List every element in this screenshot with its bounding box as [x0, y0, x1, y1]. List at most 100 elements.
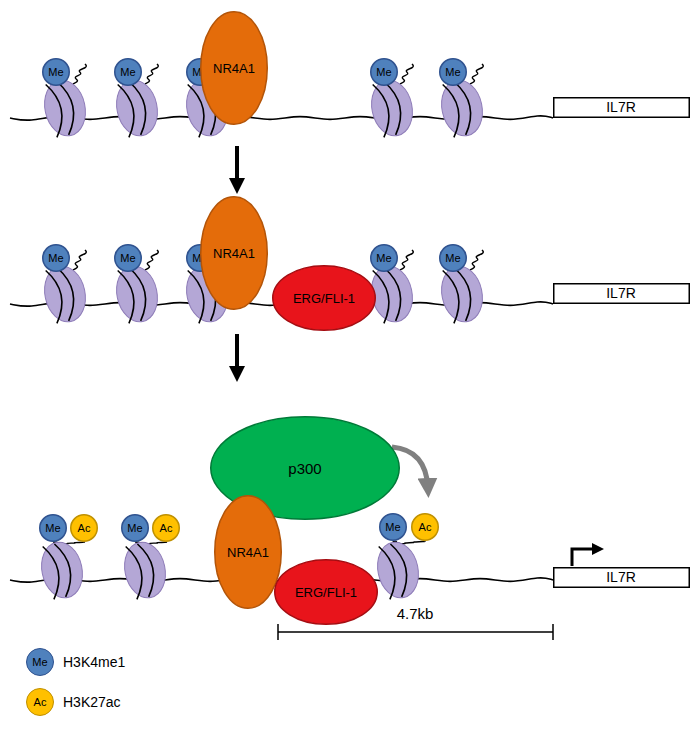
nucleosome-body [120, 538, 171, 601]
histone-mark: Me [370, 244, 398, 272]
histone-mark: Me [439, 244, 467, 272]
nucleosome-body [37, 538, 88, 601]
histone-mark: Ac [152, 514, 180, 542]
legend-swatch: Me [26, 648, 54, 676]
histone-mark: Me [39, 514, 67, 542]
shape-outline [201, 12, 268, 125]
protein-ellipse: NR4A1 [200, 196, 268, 310]
shape-outline [115, 245, 142, 272]
histone-mark: Me [121, 514, 149, 542]
node-text: Ac [160, 523, 173, 534]
dna-wrap [390, 542, 411, 597]
nucleosome [373, 538, 424, 601]
nucleosome [437, 76, 488, 139]
node-text: Ac [78, 523, 91, 534]
node-text: Me [120, 253, 135, 264]
node-text: NR4A1 [227, 546, 269, 559]
dna-wrap [373, 82, 394, 137]
gene-box: IL7R [553, 97, 690, 118]
histone-mark: Me [370, 58, 398, 86]
node-text: p300 [288, 461, 321, 476]
node-text: Ac [419, 522, 432, 533]
dna-wrap [126, 544, 147, 599]
histone-tail [400, 64, 413, 84]
dna-wrap [137, 542, 158, 597]
dna-wrap [54, 542, 75, 597]
node-text: Me [48, 253, 63, 264]
nucleosome [37, 538, 88, 601]
histone-tail [73, 250, 86, 270]
nucleosome [112, 262, 163, 325]
gene-box: IL7R [553, 283, 690, 304]
shape-outline [371, 245, 398, 272]
dna-wrap [46, 268, 67, 323]
node-text: IL7R [606, 286, 636, 300]
nucleosome-body [112, 76, 163, 139]
dna-wrap [384, 266, 405, 321]
dna-wrap [43, 544, 64, 599]
shape-outline [273, 266, 376, 331]
protein-ellipse: ERG/FLI-1 [274, 559, 378, 625]
dna-wrap [454, 266, 475, 321]
nucleosome-body [437, 262, 488, 325]
nucleosome-body [373, 538, 424, 601]
node-text: Me [45, 523, 60, 534]
shape-outline [43, 245, 70, 272]
scale-bar [278, 624, 553, 640]
histone-tail [470, 64, 483, 84]
shape-outline [553, 97, 689, 117]
node-text: Me [385, 522, 400, 533]
histone-tail [145, 250, 158, 270]
shape-outline [440, 245, 467, 272]
node-text: IL7R [606, 570, 636, 584]
histone-mark: Me [379, 513, 407, 541]
nucleosome [40, 76, 91, 139]
legend-symbol: Me [32, 656, 47, 668]
dna-wrap [118, 268, 139, 323]
node-text: NR4A1 [213, 247, 255, 260]
node-text: Me [376, 253, 391, 264]
gene-box: IL7R [553, 567, 690, 588]
nucleosome-body [112, 262, 163, 325]
shape-outline [122, 515, 149, 542]
node-text: Me [120, 67, 135, 78]
shape-outline [201, 197, 268, 310]
legend-symbol: Ac [34, 696, 47, 708]
node-text: Me [376, 67, 391, 78]
histone-mark: Ac [70, 514, 98, 542]
legend-text: H3K27ac [63, 694, 121, 710]
legend-swatch: Ac [26, 688, 54, 716]
shape-outline [553, 567, 689, 587]
histone-mark: Me [114, 58, 142, 86]
dna-wrap [443, 82, 464, 137]
protein-ellipse: NR4A1 [214, 495, 282, 609]
dna-wrap [129, 266, 150, 321]
shape-outline [371, 59, 398, 86]
legend-row: Ac H3K27ac [26, 688, 121, 716]
histone-mark: Me [114, 244, 142, 272]
scale-label: 4.7kb [397, 606, 434, 621]
shape-outline [275, 560, 378, 625]
shape-outline [553, 283, 689, 303]
dna-wrap [57, 266, 78, 321]
nucleosome [120, 538, 171, 601]
shape-outline [440, 59, 467, 86]
protein-ellipse: NR4A1 [200, 11, 268, 125]
nucleosome-body [367, 76, 418, 139]
dna-wrap [379, 544, 400, 599]
dna-wrap [118, 82, 139, 137]
dna-wrap [129, 80, 150, 135]
nucleosome [40, 262, 91, 325]
histone-mark: Me [42, 58, 70, 86]
shape-outline [412, 514, 439, 541]
shape-outline [43, 59, 70, 86]
node-text: Me [445, 67, 460, 78]
shape-outline [380, 514, 407, 541]
dna-wrap [454, 80, 475, 135]
nucleosome-body [40, 76, 91, 139]
nucleosome-body [40, 262, 91, 325]
node-text: Me [445, 253, 460, 264]
histone-tail [73, 64, 86, 84]
node-text: ERG/FLI-1 [293, 292, 355, 305]
